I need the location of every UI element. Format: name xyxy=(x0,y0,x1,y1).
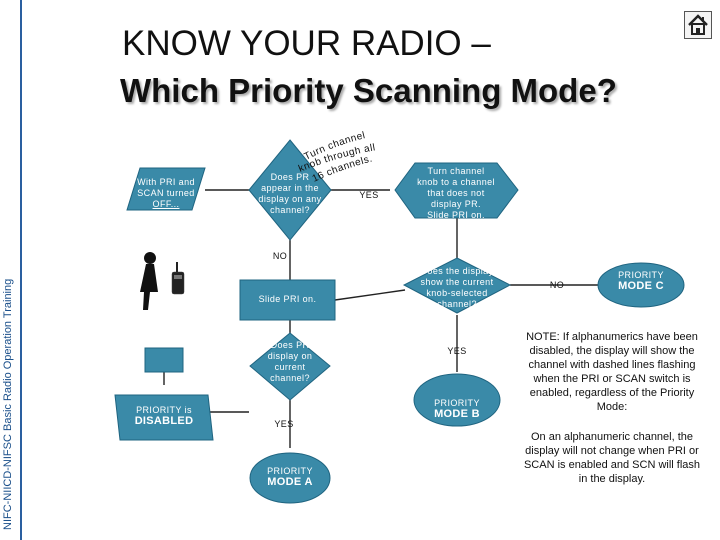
connector-slide-d2 xyxy=(334,289,406,301)
mode-c-big: MODE C xyxy=(618,280,664,292)
page-title: KNOW YOUR RADIO – xyxy=(122,24,491,63)
d3-line-4: channel? xyxy=(270,373,310,383)
d1-line-1: Does PR xyxy=(270,172,310,182)
decision-display-channel xyxy=(402,257,512,314)
d2-line-4: channel? xyxy=(437,299,477,309)
d2-line-3: knob-selected xyxy=(426,288,488,298)
decision-pr-current-channel xyxy=(249,332,331,401)
disabled-small: PRIORITY is xyxy=(136,405,192,415)
d1-line-3: display on any xyxy=(258,194,322,204)
small-square xyxy=(144,347,184,373)
mode-a-oval xyxy=(249,452,331,504)
mode-a-small: PRIORITY xyxy=(267,466,313,476)
r1-line-2: knob to a channel xyxy=(417,177,495,187)
note-paragraph-2: On an alphanumeric channel, the display … xyxy=(523,431,701,485)
d3-line-1: Does PR xyxy=(270,340,310,350)
decision-3-text: Does PR display on current channel? xyxy=(252,340,328,384)
start-node-text: With PRI and SCAN turned OFF... xyxy=(127,177,205,210)
home-icon xyxy=(688,14,708,35)
mode-b-text: PRIORITY MODE B xyxy=(414,398,500,420)
mode-c-small: PRIORITY xyxy=(618,270,664,280)
slide-pri-text: Slide PRI on. xyxy=(258,294,317,304)
r1-line-3: that does not xyxy=(427,188,485,198)
decision-1-text: Does PR appear in the display on any cha… xyxy=(245,172,335,216)
disabled-text: PRIORITY is DISABLED xyxy=(118,405,210,427)
disabled-big: DISABLED xyxy=(134,415,194,427)
slide-pri-box xyxy=(239,279,336,321)
mode-b-big: MODE B xyxy=(434,408,480,420)
decision-pr-any-channel xyxy=(248,139,332,241)
mode-a-text: PRIORITY MODE A xyxy=(250,466,330,488)
r1-line-5: Slide PRI on. xyxy=(427,210,485,220)
disabled-box xyxy=(114,394,214,441)
curved-instruction: Turn channel knob through all 16 channel… xyxy=(297,130,376,185)
d3-line-2: display on xyxy=(267,351,313,361)
d3-yes-label: YES xyxy=(274,419,294,429)
mode-b-oval xyxy=(413,373,501,427)
mode-a-big: MODE A xyxy=(267,476,313,488)
radio-person-icon xyxy=(140,252,185,310)
r1-line-1: Turn channel xyxy=(427,166,485,176)
mode-c-text: PRIORITY MODE C xyxy=(598,270,684,292)
note-paragraph-1: NOTE: If alphanumerics have been disable… xyxy=(526,331,698,413)
start-line-3: OFF... xyxy=(152,199,180,209)
mode-c-oval xyxy=(597,262,685,308)
note-block: NOTE: If alphanumerics have been disable… xyxy=(522,330,702,486)
d1-line-4: channel? xyxy=(270,205,310,215)
sidebar-divider xyxy=(20,0,22,540)
d3-line-3: current xyxy=(274,362,306,372)
page-subtitle: Which Priority Scanning Mode? xyxy=(120,72,617,109)
d2-yes-label: YES xyxy=(447,346,467,356)
mode-b-small: PRIORITY xyxy=(434,398,480,408)
d2-no-label: NO xyxy=(549,280,565,290)
d2-line-1: Does the display xyxy=(420,266,494,276)
start-line-1: With PRI and xyxy=(137,177,195,187)
d1-no-label: NO xyxy=(272,251,288,261)
start-parallelogram xyxy=(126,167,206,211)
turn-knob-text: Turn channel knob to a channel that does… xyxy=(400,166,512,221)
start-line-2: SCAN turned xyxy=(137,188,195,198)
decision-2-text: Does the display show the current knob-s… xyxy=(410,266,504,310)
home-button[interactable] xyxy=(684,11,712,39)
turn-knob-hexagon xyxy=(394,162,519,219)
d2-line-2: show the current xyxy=(420,277,494,287)
d1-line-2: appear in the xyxy=(261,183,319,193)
r1-line-4: display PR. xyxy=(431,199,481,209)
d1-yes-label: YES xyxy=(359,190,379,200)
